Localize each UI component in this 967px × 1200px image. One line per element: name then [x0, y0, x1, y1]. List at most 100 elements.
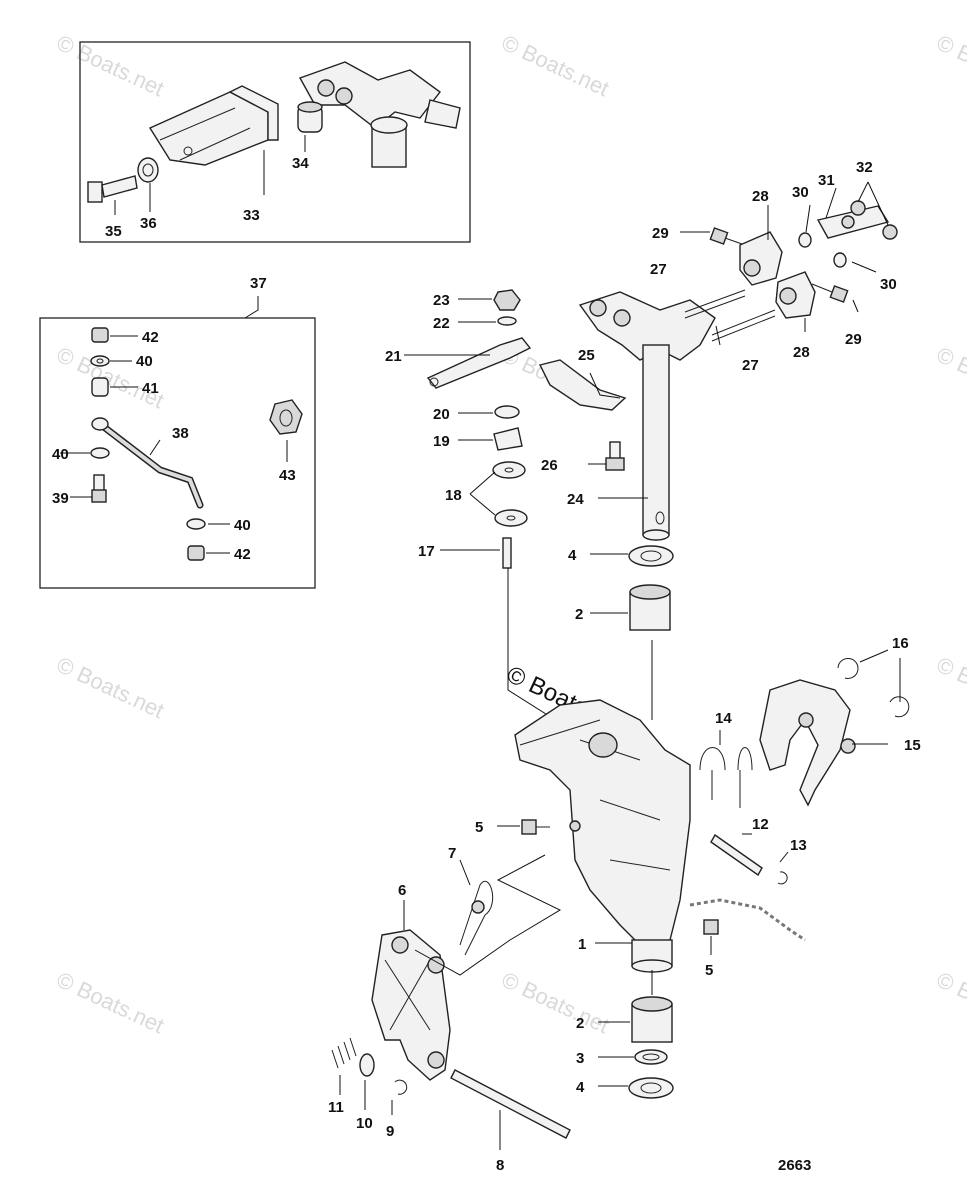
spring-7	[459, 881, 494, 956]
callout-24: 24	[567, 491, 584, 508]
washer-36	[137, 157, 159, 183]
callout-16: 16	[892, 635, 909, 652]
callout-40-top: 40	[136, 353, 153, 370]
callout-33: 33	[243, 207, 260, 224]
callout-40-mid: 40	[52, 446, 69, 463]
callout-36: 36	[140, 215, 157, 232]
swivel-bracket-1	[514, 699, 691, 973]
washer-40-top	[90, 355, 110, 367]
callout-21: 21	[385, 348, 402, 365]
bushing-2-upper	[629, 584, 671, 631]
callout-22: 22	[433, 315, 450, 332]
washer-22	[497, 316, 517, 326]
callout-37: 37	[250, 275, 267, 292]
bracket-33	[148, 85, 279, 166]
mount-28-lower	[775, 271, 816, 319]
plug-5-lower	[703, 919, 719, 935]
washer-10	[359, 1053, 375, 1077]
bolt-35	[87, 175, 138, 203]
callout-13: 13	[790, 837, 807, 854]
nuts-32	[850, 200, 898, 240]
callout-7: 7	[448, 845, 456, 862]
callout-5-lower: 5	[705, 962, 713, 979]
stud-17	[502, 537, 512, 569]
watermark: © Boats.net	[933, 652, 967, 723]
watermark: © Boats.net	[53, 967, 168, 1038]
clip-13	[777, 871, 788, 885]
callout-31: 31	[818, 172, 835, 189]
washer-20	[494, 405, 520, 419]
callout-5-upper: 5	[475, 819, 483, 836]
callout-9: 9	[386, 1123, 394, 1140]
watermark: © Boats.net	[53, 652, 168, 723]
lever-21	[426, 337, 532, 389]
bolt-39	[91, 474, 107, 503]
callout-32: 32	[856, 159, 873, 176]
callout-27-upper: 27	[650, 261, 667, 278]
callout-1: 1	[578, 936, 586, 953]
washer-3	[634, 1049, 668, 1065]
callout-35: 35	[105, 223, 122, 240]
inset-box-left	[39, 317, 316, 589]
callout-2-upper: 2	[575, 606, 583, 623]
callout-8: 8	[496, 1157, 504, 1174]
ground-wire	[689, 898, 806, 942]
steering-yoke	[578, 291, 716, 541]
watermark: © Boats.net	[933, 30, 967, 101]
callout-6: 6	[398, 882, 406, 899]
callout-17: 17	[418, 543, 435, 560]
washer-4-lower	[628, 1077, 674, 1099]
callout-25: 25	[578, 347, 595, 364]
plate-25	[538, 359, 627, 411]
bushing-2-lower	[631, 996, 673, 1043]
callout-11: 11	[328, 1099, 344, 1116]
nut-43	[269, 399, 303, 435]
clip-16-lower	[889, 696, 910, 718]
callout-4-lower: 4	[576, 1079, 585, 1096]
stud-27-lower	[711, 309, 776, 342]
callout-27-lower: 27	[742, 357, 759, 374]
callout-40-bottom: 40	[234, 517, 251, 534]
callout-26: 26	[541, 457, 558, 474]
washer-30-upper	[798, 232, 812, 248]
washer-40-mid	[90, 447, 110, 459]
stud-27-upper	[684, 289, 746, 319]
callout-34: 34	[292, 155, 309, 172]
tilt-lever-6	[371, 929, 451, 1081]
bolt-26	[605, 441, 625, 471]
clamp-15	[759, 679, 856, 807]
nut-42-bottom	[187, 545, 205, 561]
inset-box-top	[79, 41, 471, 243]
spring-11	[331, 1037, 357, 1069]
callout-43: 43	[279, 467, 296, 484]
nut-23	[493, 289, 521, 311]
callout-30-upper: 30	[792, 184, 809, 201]
callout-12: 12	[752, 816, 769, 833]
mount-28-upper	[739, 231, 783, 286]
callout-28-lower: 28	[793, 344, 810, 361]
callout-20: 20	[433, 406, 450, 423]
callout-19: 19	[433, 433, 450, 450]
clip-16-upper	[837, 657, 859, 679]
callout-3: 3	[576, 1050, 584, 1067]
link-rod-38	[91, 417, 204, 509]
callout-23: 23	[433, 292, 450, 309]
callout-39: 39	[52, 490, 69, 507]
clip-9	[394, 1079, 408, 1095]
washer-30-lower	[833, 252, 847, 268]
bushing-34	[297, 101, 323, 133]
washer-40-bottom	[186, 518, 206, 530]
diagram-id: 2663	[778, 1157, 811, 1174]
callout-18: 18	[445, 487, 462, 504]
watermark: © Boats.net	[933, 342, 967, 413]
washer-4-upper	[628, 545, 674, 567]
callout-2-lower: 2	[576, 1015, 584, 1032]
tiller-bracket-top	[298, 61, 461, 168]
callout-15: 15	[904, 737, 921, 754]
plate-19	[493, 427, 523, 451]
bushing-41	[91, 377, 109, 397]
callout-10: 10	[356, 1115, 373, 1132]
callout-29-lower: 29	[845, 331, 862, 348]
shaft-8	[450, 1069, 571, 1139]
